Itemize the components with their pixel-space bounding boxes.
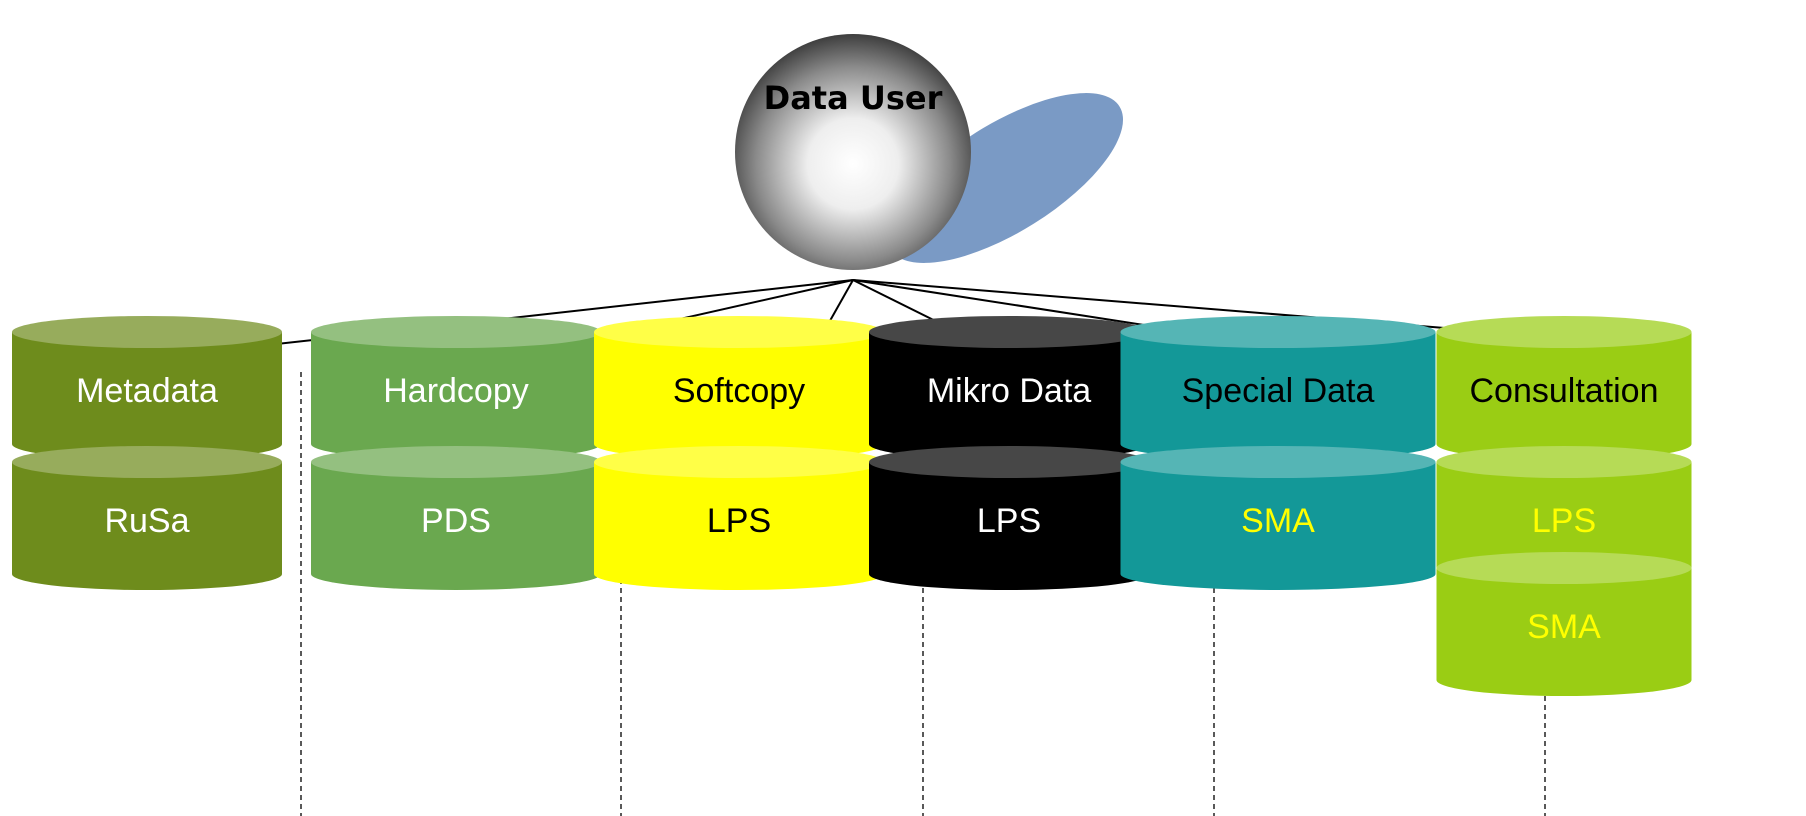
category-cylinder-body: [12, 332, 282, 460]
source-cylinder-body: [12, 462, 282, 590]
source-cylinder-top: [869, 446, 1149, 478]
source-cylinder: LPS: [869, 446, 1149, 590]
source-cylinder-top: [1436, 552, 1692, 584]
source-cylinder-label: RuSa: [104, 502, 189, 540]
category-cylinder: Consultation: [1436, 316, 1692, 460]
source-cylinder: SMA: [1436, 552, 1692, 696]
source-cylinder-top: [1436, 446, 1692, 478]
category-cylinder: Mikro Data: [869, 316, 1149, 460]
source-cylinder-label: SMA: [1241, 502, 1315, 540]
source-cylinder-body: [1436, 568, 1692, 696]
category-cylinder-body: [869, 332, 1149, 460]
source-cylinder-body: [594, 462, 884, 590]
category-cylinder-top: [311, 316, 601, 348]
source-cylinder-label: LPS: [707, 502, 771, 540]
source-cylinder-top: [594, 446, 884, 478]
category-cylinder-label: Metadata: [76, 372, 218, 410]
source-cylinder-label: LPS: [977, 502, 1041, 540]
category-cylinder: Softcopy: [594, 316, 884, 460]
source-cylinder-body: [311, 462, 601, 590]
category-cylinder-body: [1436, 332, 1692, 460]
category-cylinder-top: [869, 316, 1149, 348]
source-cylinder-label: SMA: [1527, 608, 1601, 646]
category-cylinder: Hardcopy: [311, 316, 601, 460]
category-cylinder-label: Consultation: [1469, 372, 1658, 410]
source-cylinder-label: LPS: [1532, 502, 1596, 540]
data-user-sphere: [735, 34, 971, 270]
source-cylinder: LPS: [594, 446, 884, 590]
category-cylinder-top: [1120, 316, 1436, 348]
category-cylinder-top: [594, 316, 884, 348]
data-user-node: Data User: [735, 34, 1124, 270]
category-cylinder-top: [1436, 316, 1692, 348]
source-cylinder-top: [311, 446, 601, 478]
category-cylinder-top: [12, 316, 282, 348]
category-cylinder-label: Hardcopy: [383, 372, 529, 410]
data-user-label: Data User: [764, 79, 943, 117]
source-cylinder-body: [869, 462, 1149, 590]
source-cylinder-top: [1120, 446, 1436, 478]
category-cylinder-body: [311, 332, 601, 460]
source-cylinder-body: [1120, 462, 1436, 590]
source-cylinder: SMA: [1120, 446, 1436, 590]
category-cylinder-label: Softcopy: [673, 372, 805, 410]
category-columns: MetadataRuSaHardcopyPDSSoftcopyLPSMikro …: [12, 316, 1692, 696]
category-cylinder: Metadata: [12, 316, 282, 460]
category-cylinder-label: Special Data: [1182, 372, 1375, 410]
source-cylinder-label: PDS: [421, 502, 491, 540]
category-cylinder-label: Mikro Data: [927, 372, 1091, 410]
source-cylinder-top: [12, 446, 282, 478]
category-cylinder-body: [1120, 332, 1436, 460]
category-cylinder-body: [594, 332, 884, 460]
source-cylinder: RuSa: [12, 446, 282, 590]
source-cylinder: PDS: [311, 446, 601, 590]
category-cylinder: Special Data: [1120, 316, 1436, 460]
